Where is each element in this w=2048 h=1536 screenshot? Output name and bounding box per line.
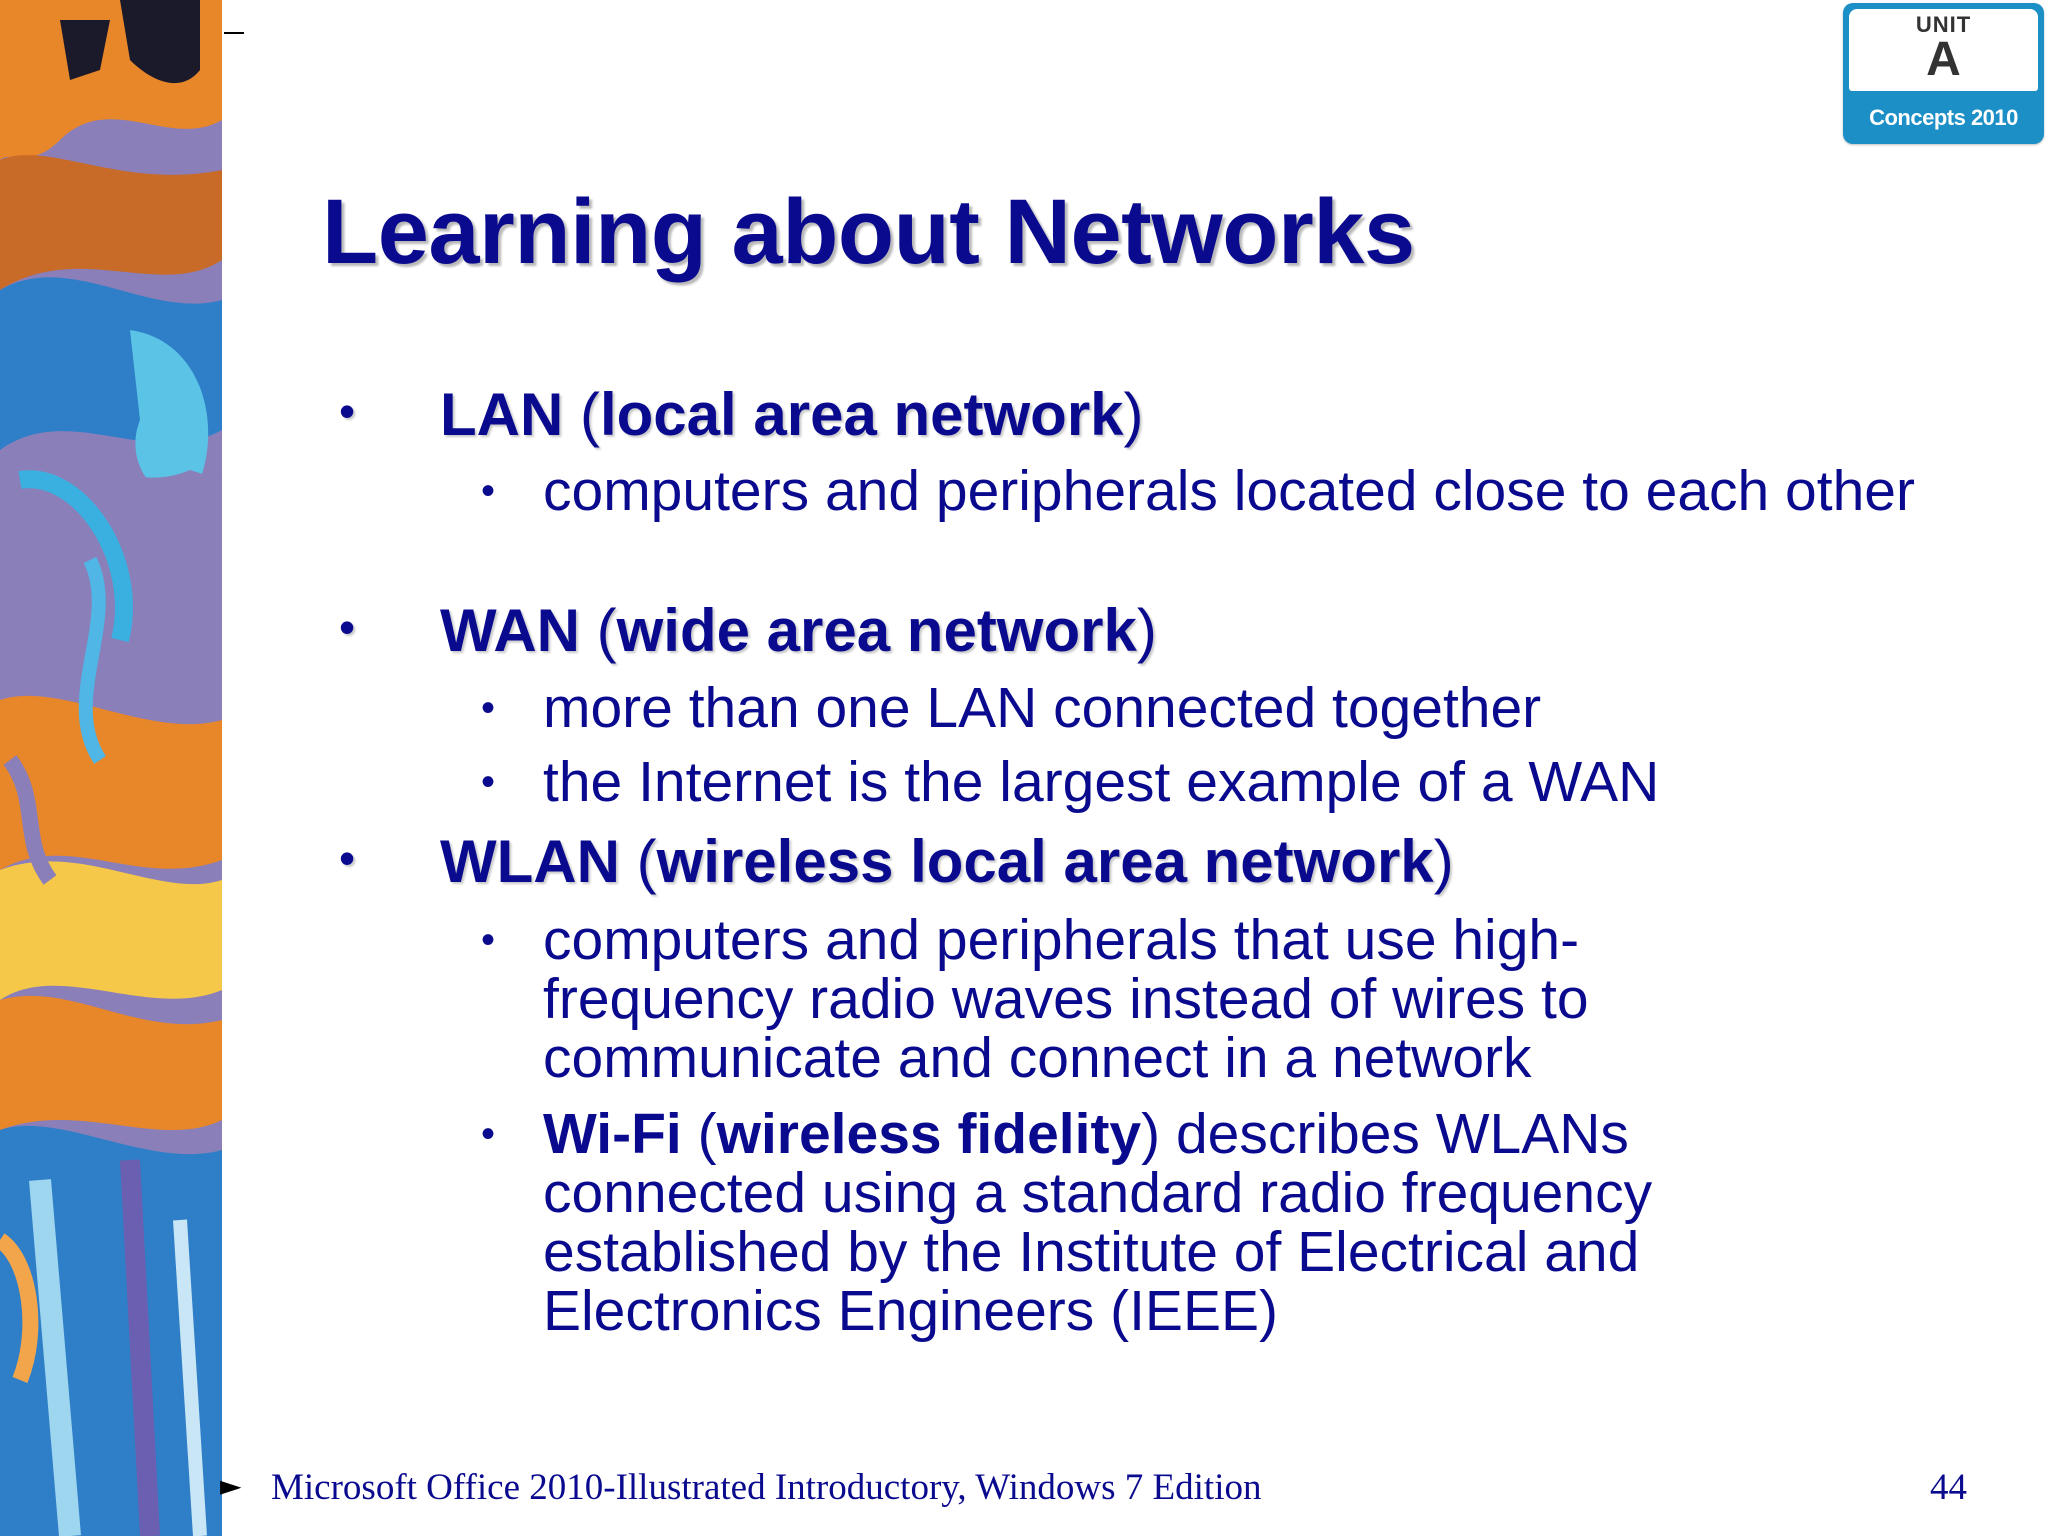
unit-badge-caption: Concepts 2010 [1869, 105, 2018, 130]
lan-full-name: local area network [599, 381, 1124, 448]
bullet-wan-sub-1: • more than one LAN connected together [481, 676, 1943, 740]
slide-title: Learning about Networks [322, 181, 1415, 283]
bullet-lan-sub-1: • computers and peripherals located clos… [481, 459, 1943, 523]
lan-open-paren: ( [579, 381, 600, 448]
bullet-list: • LAN (local area network) • computers a… [339, 380, 1943, 1343]
wan-description-1: more than one LAN connected together [543, 676, 1542, 740]
top-rule-mark [224, 32, 244, 34]
sub-bullet-dot-icon: • [480, 1112, 495, 1156]
wlan-full-name: wireless local area network [656, 828, 1434, 895]
page-number: 44 [1930, 1467, 1967, 1508]
wlan-description: computers and peripherals that use high-… [543, 908, 1589, 1090]
wan-description-2: the Internet is the largest example of a… [543, 750, 1660, 814]
unit-badge-top: UNIT A [1849, 9, 2038, 91]
bullet-wan-sub-2: • the Internet is the largest example of… [481, 750, 1943, 814]
bullet-lan: • LAN (local area network) [339, 380, 1940, 449]
wlan-abbr: WLAN [440, 828, 620, 895]
unit-badge: UNIT A Concepts 2010 [1843, 3, 2044, 144]
wan-close-paren: ) [1136, 597, 1157, 664]
wifi-close-paren: ) [1141, 1102, 1161, 1166]
lan-abbr: LAN [440, 381, 564, 448]
bullet-dot-icon: • [338, 385, 356, 437]
footer-book-title: Microsoft Office 2010-Illustrated Introd… [271, 1467, 1262, 1508]
bullet-wifi: • Wi-Fi (wireless fidelity) describes WL… [481, 1102, 1803, 1343]
unit-letter: A [1926, 33, 1961, 86]
lan-description: computers and peripherals located close … [543, 459, 1915, 523]
wlan-open-paren: ( [636, 828, 657, 895]
wifi-description: describes WLANs connected using a standa… [543, 1102, 1653, 1343]
wifi-full-name: wireless fidelity [716, 1102, 1142, 1166]
wlan-close-paren: ) [1433, 828, 1454, 895]
wan-abbr: WAN [440, 597, 580, 664]
bullet-dot-icon: • [338, 832, 356, 884]
sub-bullet-dot-icon: • [480, 686, 495, 730]
wifi-open-paren: ( [697, 1102, 717, 1166]
bullet-wan: • WAN (wide area network) [339, 596, 1940, 665]
bullet-dot-icon: • [338, 601, 356, 653]
sub-bullet-dot-icon: • [480, 918, 495, 962]
unit-label: UNIT [1915, 12, 1972, 37]
wifi-abbr: Wi-Fi [543, 1102, 682, 1166]
wan-full-name: wide area network [616, 597, 1137, 664]
decorative-art-strip [0, 0, 222, 1536]
sub-bullet-dot-icon: • [480, 760, 495, 804]
wan-open-paren: ( [596, 597, 617, 664]
lan-close-paren: ) [1123, 381, 1144, 448]
bullet-wlan: • WLAN (wireless local area network) [339, 827, 1940, 896]
sub-bullet-dot-icon: • [480, 469, 495, 513]
bullet-wlan-sub-1: • computers and peripherals that use hig… [481, 908, 1743, 1090]
footer-arrow-icon: ► [220, 1469, 242, 1502]
